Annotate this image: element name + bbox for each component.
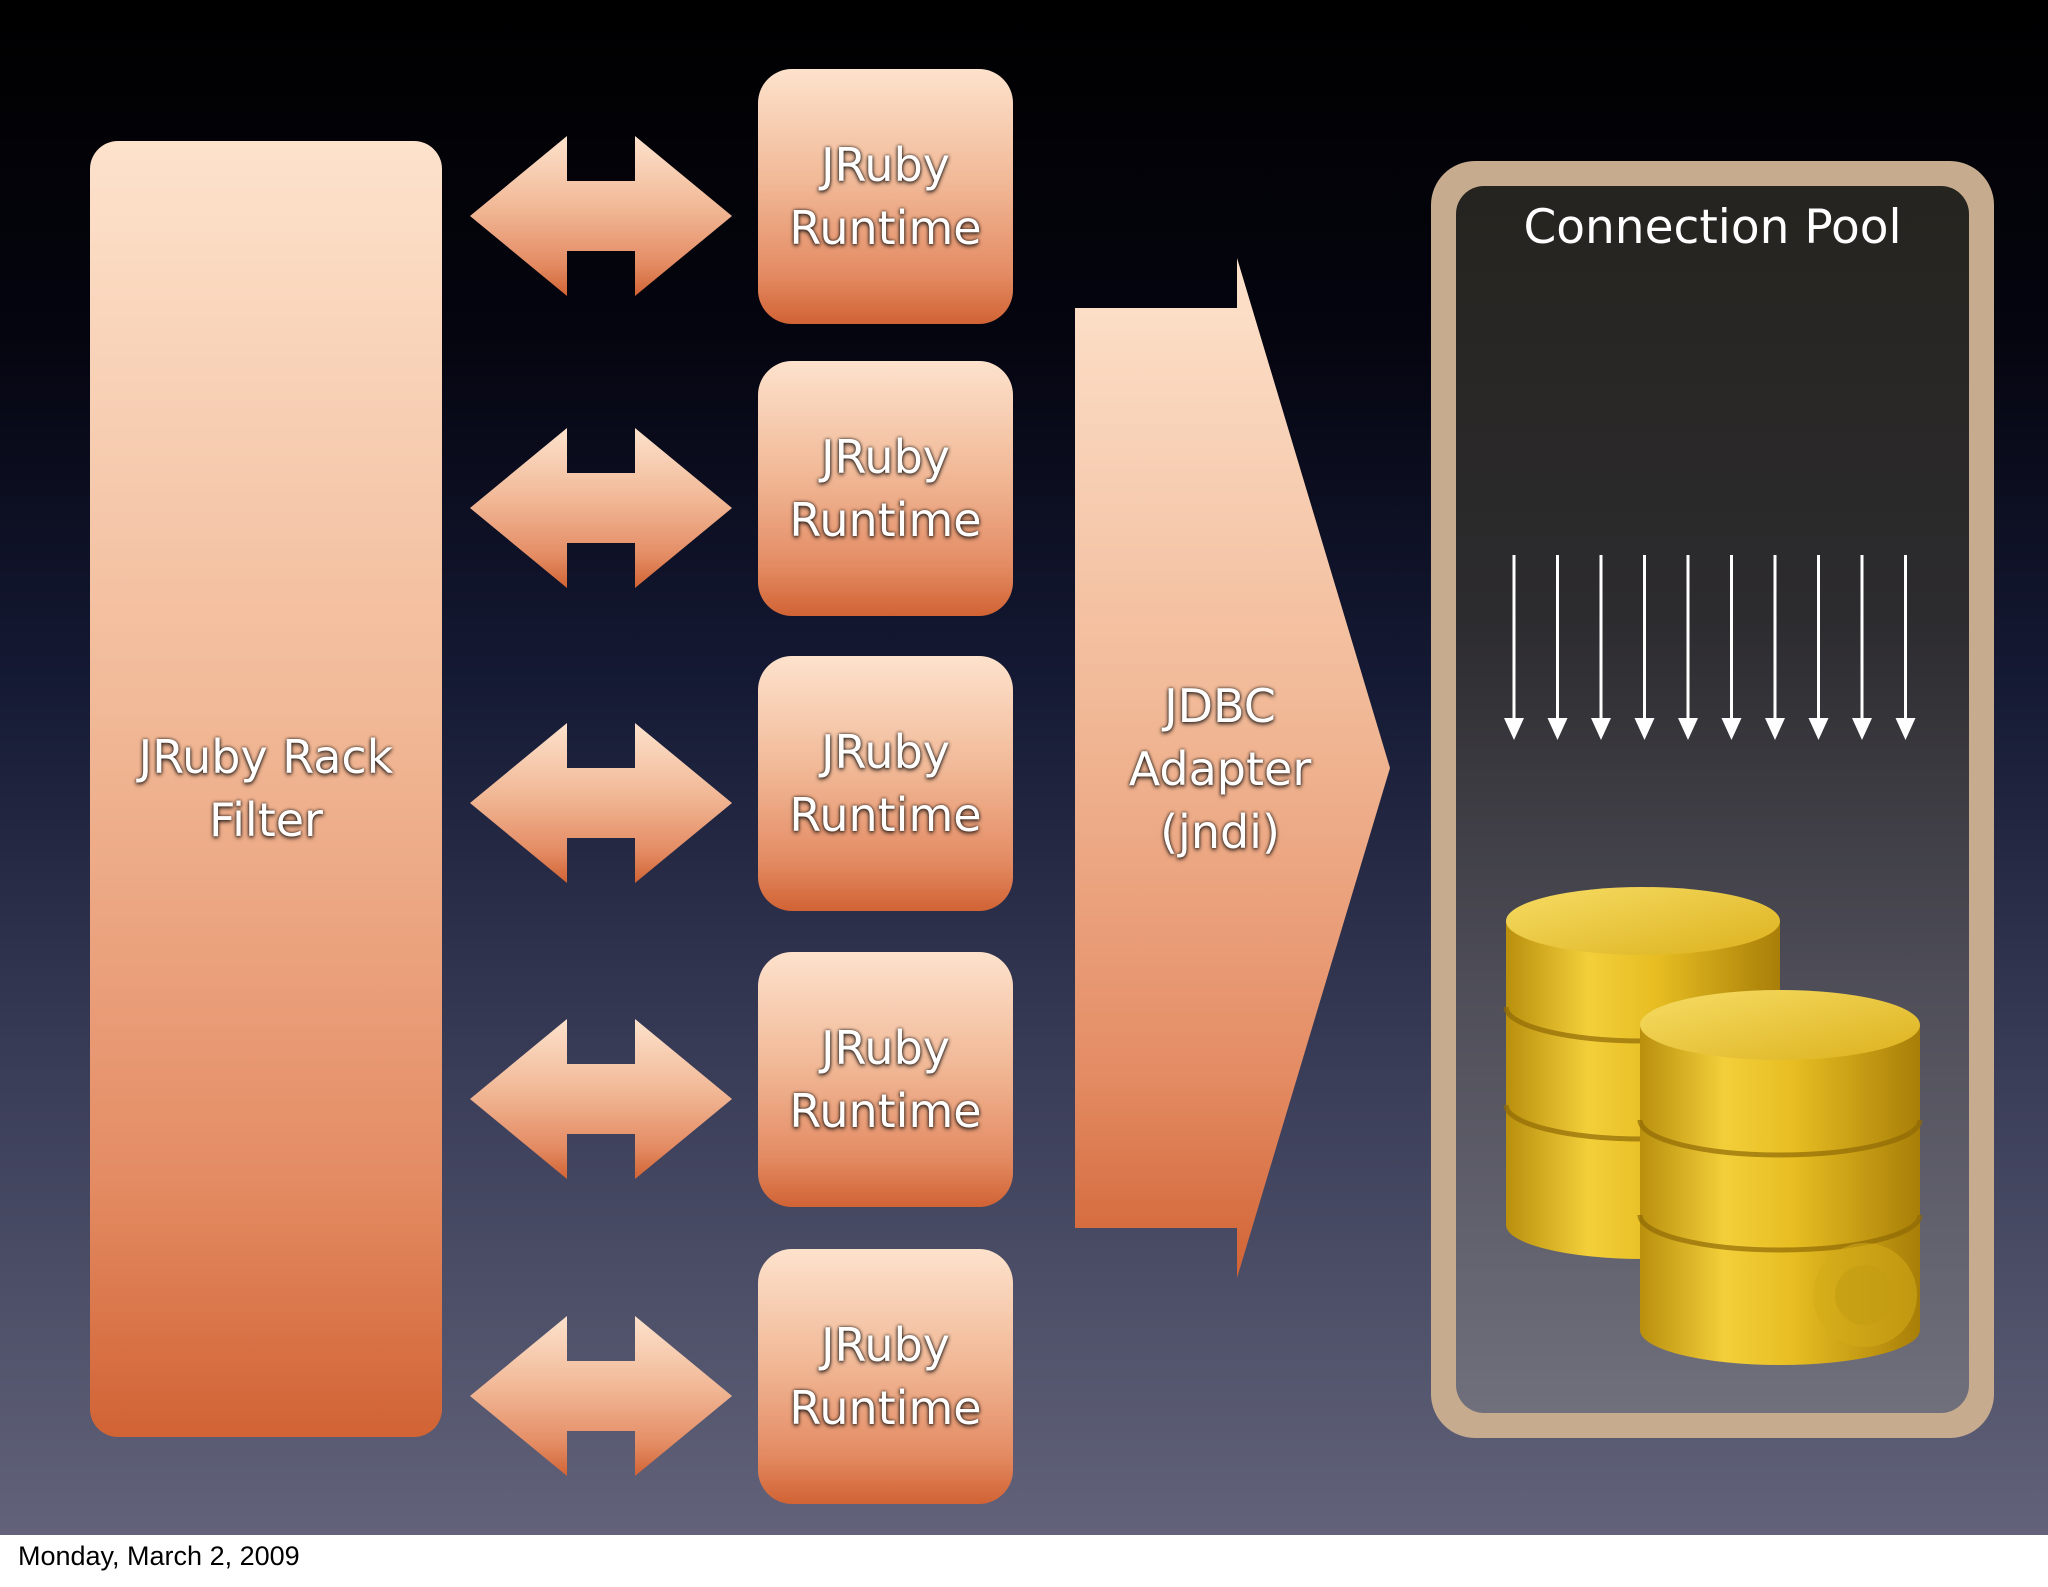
runtime-label-line-2: Runtime: [789, 492, 982, 547]
connection-arrow-icon: [1721, 555, 1742, 740]
jruby-runtime-box: JRuby Runtime: [758, 952, 1013, 1207]
runtime-label: JRuby Runtime: [789, 1017, 981, 1143]
rack-filter-label: JRuby Rack Filter: [139, 726, 394, 852]
jruby-runtime-box: JRuby Runtime: [758, 361, 1013, 616]
database-icon: [1503, 887, 1923, 1365]
double-arrow-icon: [470, 723, 732, 883]
jruby-rack-filter-block: JRuby Rack Filter: [90, 141, 442, 1437]
runtime-label: JRuby Runtime: [789, 1314, 981, 1440]
footer-date: Monday, March 2, 2009: [18, 1541, 300, 1571]
runtime-label: JRuby Runtime: [789, 134, 981, 260]
connection-arrows: [1504, 555, 1916, 740]
jruby-runtime-box: JRuby Runtime: [758, 1249, 1013, 1504]
double-arrow-icon: [470, 1019, 732, 1179]
connection-arrow-icon: [1852, 555, 1872, 740]
database-cylinder-front: [1637, 990, 1923, 1365]
jdbc-label-line-1: JDBC: [1164, 679, 1276, 733]
runtime-label-line-1: JRuby: [820, 1020, 951, 1075]
rack-filter-label-line-1: JRuby Rack: [138, 730, 394, 784]
runtime-label-line-1: JRuby: [820, 137, 951, 192]
jdbc-label-line-3: (jndi): [1160, 805, 1280, 859]
runtime-label-line-1: JRuby: [820, 1317, 951, 1372]
jruby-runtime-box: JRuby Runtime: [758, 656, 1013, 911]
slide-canvas: JRuby Rack Filter JRuby Runtime JRuby Ru…: [0, 0, 2048, 1535]
runtime-label-line-2: Runtime: [789, 1083, 982, 1138]
rack-filter-label-line-2: Filter: [209, 793, 323, 847]
double-arrow-icon: [470, 428, 732, 588]
runtime-label-line-1: JRuby: [820, 429, 951, 484]
connection-arrow-icon: [1765, 555, 1785, 740]
jruby-runtime-box: JRuby Runtime: [758, 69, 1013, 324]
double-arrow-icon: [470, 1316, 732, 1476]
connection-arrow-icon: [1808, 555, 1829, 740]
connection-arrow-icon: [1634, 555, 1655, 740]
runtime-label-line-2: Runtime: [789, 787, 982, 842]
runtime-label: JRuby Runtime: [789, 721, 981, 847]
runtime-label-line-2: Runtime: [789, 1380, 982, 1435]
jdbc-adapter-label: JDBC Adapter (jndi): [1080, 675, 1360, 864]
connection-arrow-icon: [1591, 555, 1611, 740]
connection-arrow-icon: [1678, 555, 1698, 740]
jdbc-label-line-2: Adapter: [1128, 742, 1312, 796]
connection-pool-title: Connection Pool: [1523, 200, 1902, 255]
jdbc-adapter-arrow-icon: [1075, 258, 1390, 1278]
double-arrow-icon: [470, 136, 732, 296]
connection-arrow-icon: [1895, 555, 1916, 740]
connection-arrow-icon: [1547, 555, 1568, 740]
connection-arrow-icon: [1504, 555, 1524, 740]
runtime-label: JRuby Runtime: [789, 426, 981, 552]
runtime-label-line-1: JRuby: [820, 724, 951, 779]
runtime-label-line-2: Runtime: [789, 200, 982, 255]
